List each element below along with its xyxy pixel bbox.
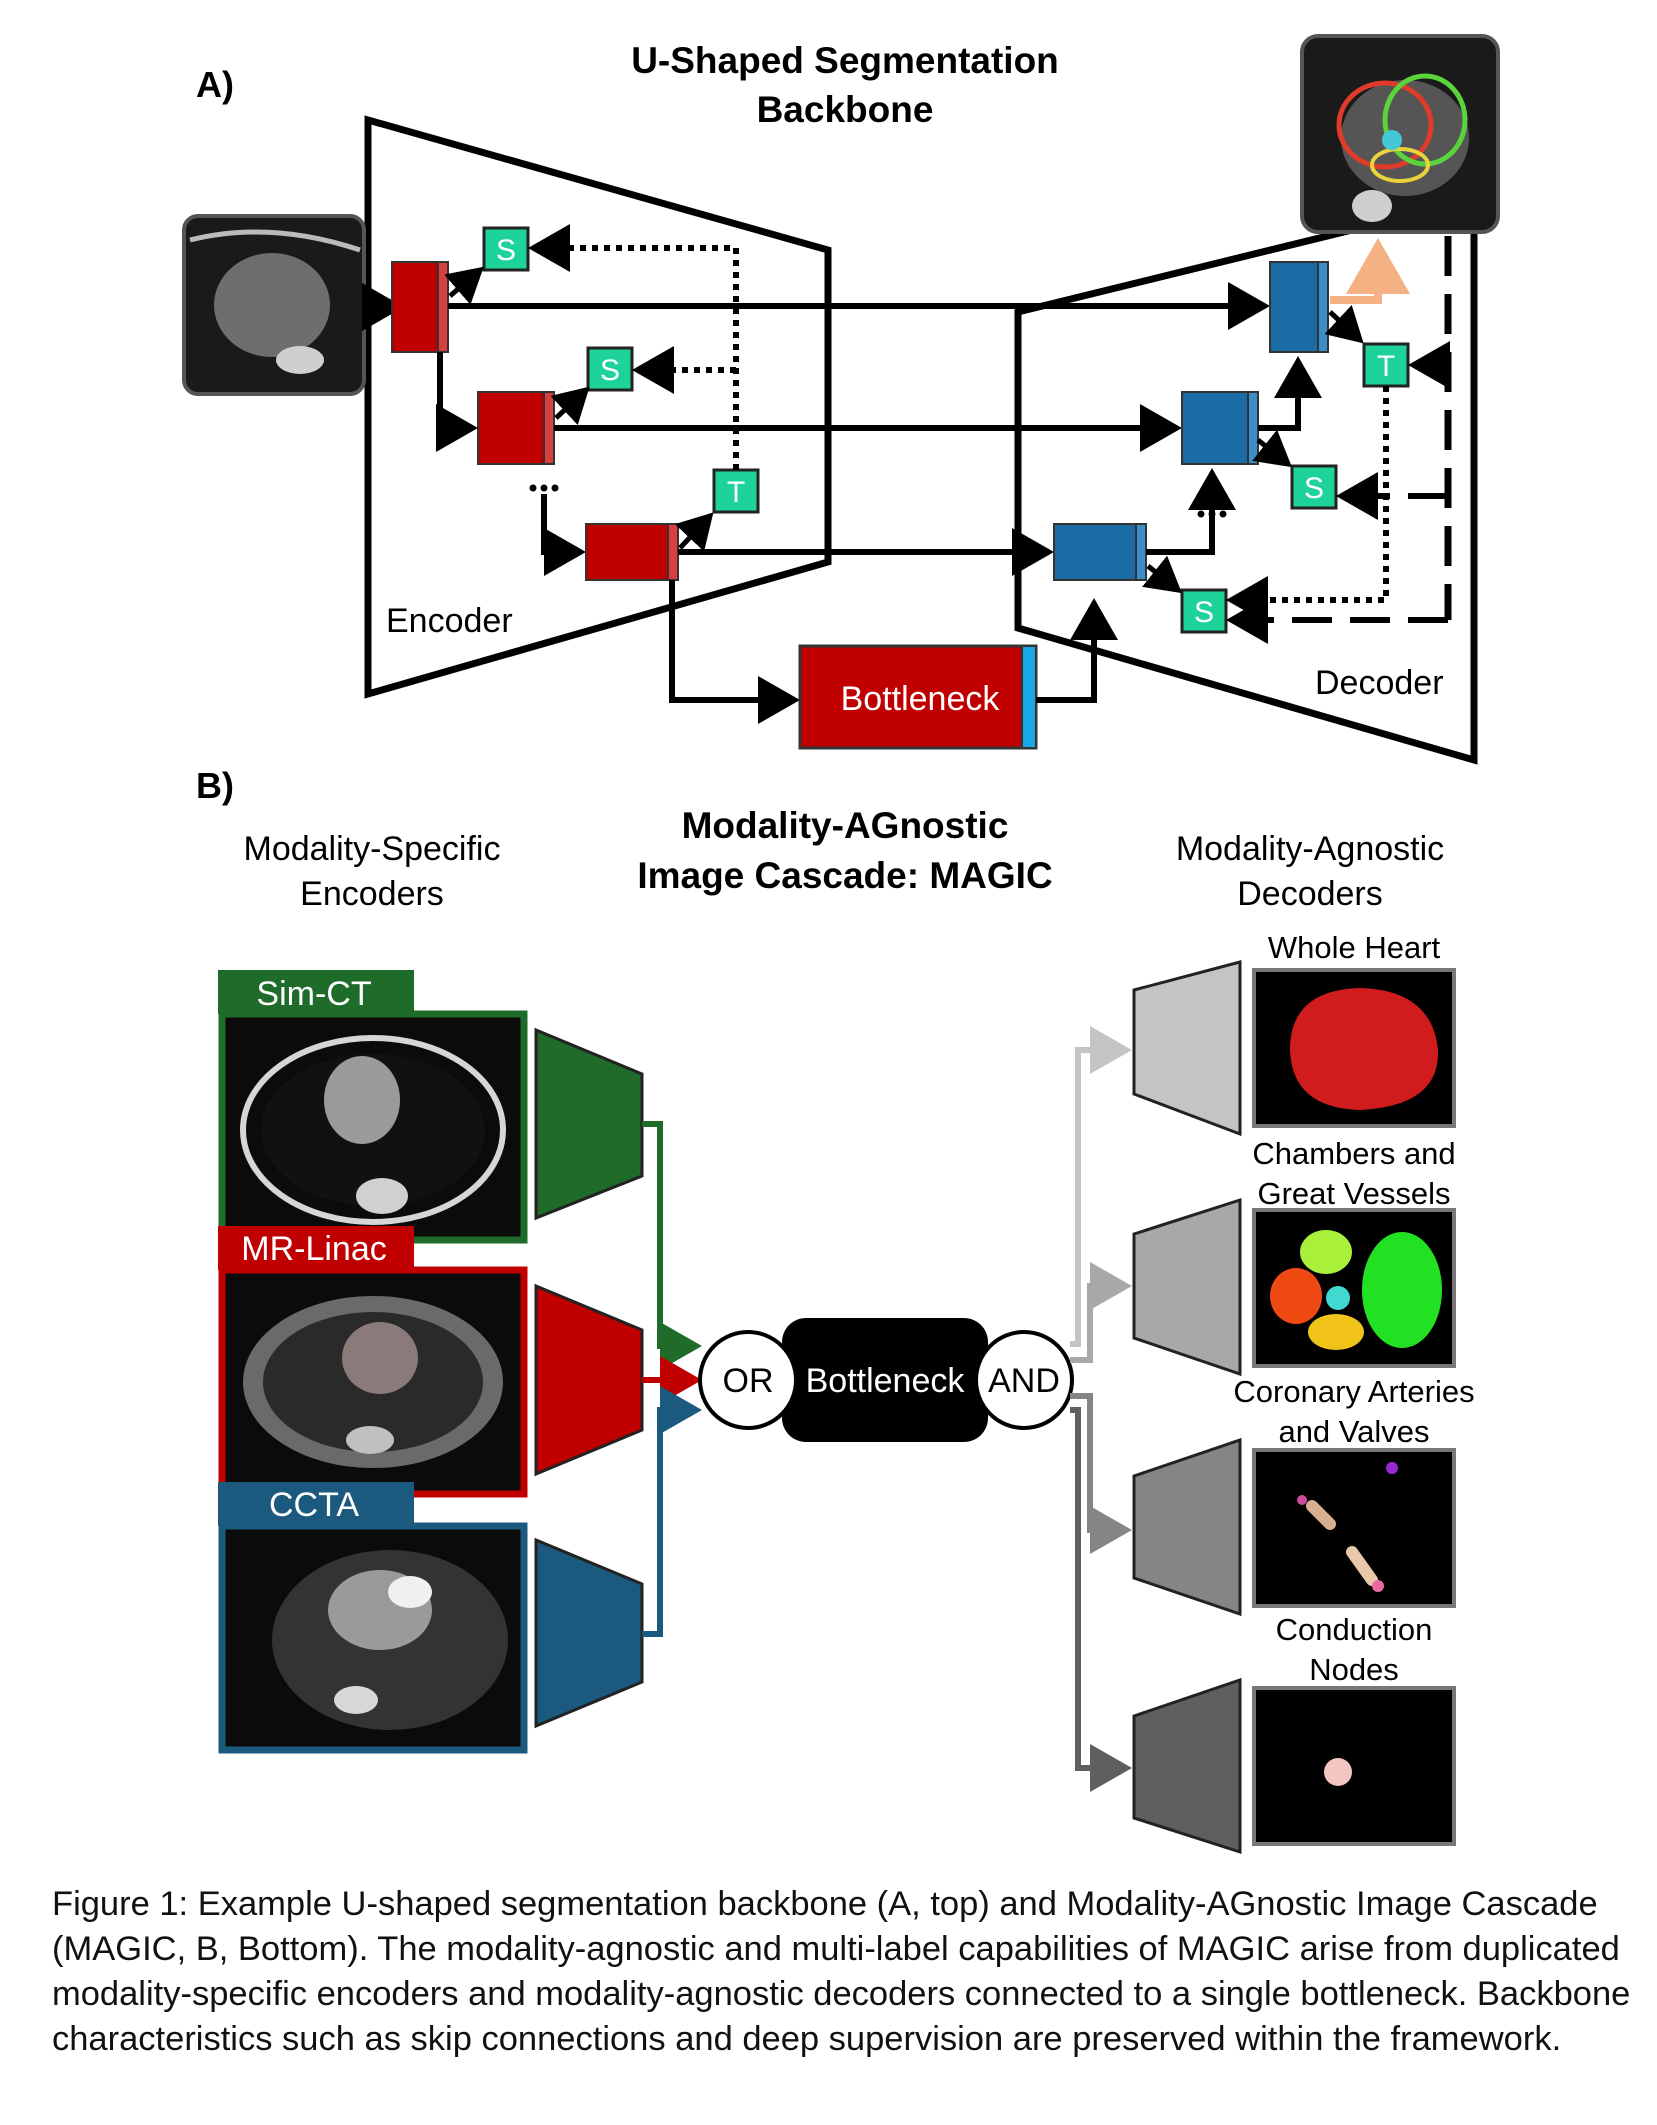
output-coronary — [1252, 1448, 1456, 1608]
encoder-trapezoid-sim-ct — [534, 1027, 644, 1221]
dec-up-arrow-2 — [1258, 356, 1322, 431]
modality-panel-sim-ct: Sim-CT — [218, 970, 528, 1244]
decoder-trapezoid — [1014, 195, 1478, 765]
decoder-trapezoid-whole-heart — [1132, 960, 1242, 1137]
arrow-to-s1 — [444, 266, 484, 305]
arrow-ccta-to-or — [642, 1386, 702, 1637]
supervision-box-dec-2: S — [1180, 588, 1228, 634]
decoder-trapezoid-conduction — [1132, 1677, 1242, 1855]
encoder-trapezoid-mr-linac — [534, 1283, 644, 1477]
panel-b-title-line1: Modality-AGnostic — [682, 805, 1009, 846]
t-label: T — [727, 476, 745, 509]
panel-a-label: A) — [196, 64, 234, 105]
enc-to-bottleneck-arrow — [669, 580, 800, 724]
panel-b-label: B) — [196, 765, 234, 806]
modality-name-mr-linac: MR-Linac — [241, 1230, 386, 1268]
s-label: S — [600, 354, 620, 387]
bottleneck-to-dec-arrow — [1036, 598, 1118, 703]
or-label: OR — [723, 1362, 774, 1400]
output-whole-heart — [1252, 968, 1456, 1128]
encoder-block-1 — [391, 261, 449, 353]
enc-down-arrow-1 — [436, 352, 478, 452]
bottleneck-b — [782, 1318, 988, 1442]
encoder-label: Encoder — [386, 602, 513, 640]
panel-a-title-line2: Backbone — [757, 89, 934, 130]
bottleneck-block-a: Bottleneck — [798, 644, 1038, 750]
decoder-block-1 — [1269, 261, 1329, 353]
arrow-and-to-conduction — [1070, 1407, 1132, 1792]
decoder-name-whole-heart: Whole Heart — [1268, 930, 1441, 965]
arrow-to-s-dec2 — [1142, 555, 1182, 594]
or-node — [698, 1330, 798, 1430]
encoder-trapezoid — [364, 115, 832, 699]
enc-down-arrow-2 — [541, 494, 586, 576]
decoders-header-line1: Modality-Agnostic — [1176, 830, 1444, 868]
modality-panel-ccta: CCTA — [218, 1482, 528, 1754]
decoder-trapezoid-chambers — [1132, 1197, 1242, 1377]
s-label: S — [1194, 596, 1214, 629]
arrow-and-to-whole-heart — [1070, 1026, 1132, 1347]
decoder-block-3 — [1053, 523, 1147, 581]
dotted-t-to-s-dec — [1226, 386, 1389, 624]
output-chambers — [1252, 1208, 1456, 1368]
ellipsis-dots-enc — [529, 484, 559, 492]
bottleneck-a-label: Bottleneck — [841, 680, 1001, 718]
supervision-box-enc-1: S — [482, 226, 530, 272]
decoder-name-coronary-2: and Valves — [1278, 1414, 1429, 1449]
decoder-name-conduction-1: Conduction — [1276, 1612, 1433, 1647]
decoder-block-2 — [1181, 391, 1259, 465]
encoder-block-3 — [585, 523, 679, 581]
modality-name-sim-ct: Sim-CT — [256, 975, 371, 1013]
output-contour-image — [1300, 34, 1500, 234]
encoder-trapezoid-ccta — [534, 1537, 644, 1729]
decoder-trapezoid-coronary — [1132, 1437, 1242, 1617]
teacher-box-dec: T — [1362, 342, 1410, 388]
modality-name-ccta: CCTA — [269, 1486, 359, 1524]
supervision-box-enc-2: S — [586, 346, 634, 392]
supervision-box-dec-1: S — [1290, 464, 1338, 510]
arrow-sim-ct-to-or — [642, 1121, 702, 1370]
bottleneck-b-label: Bottleneck — [806, 1362, 966, 1400]
t-label: T — [1377, 350, 1395, 383]
modality-panel-mr-linac: MR-Linac — [218, 1226, 528, 1498]
output-conduction — [1252, 1686, 1456, 1846]
panel-b-title-line2: Image Cascade: MAGIC — [637, 855, 1052, 896]
decoder-name-chambers-2: Great Vessels — [1258, 1176, 1451, 1211]
encoders-header-line2: Encoders — [300, 875, 444, 913]
s-label: S — [1304, 472, 1324, 505]
arrow-to-t — [674, 512, 714, 552]
decoder-name-coronary-1: Coronary Arteries — [1233, 1374, 1474, 1409]
arrow-to-s2 — [550, 386, 590, 426]
and-node — [974, 1330, 1074, 1430]
ellipsis-dots-dec — [1197, 510, 1227, 518]
dec-up-arrow-1 — [1146, 468, 1236, 555]
encoders-header-line1: Modality-Specific — [244, 830, 501, 868]
arrow-and-to-coronary — [1070, 1393, 1132, 1554]
s-label: S — [496, 234, 516, 267]
arrow-to-s-dec1 — [1252, 429, 1292, 468]
decoder-label: Decoder — [1315, 664, 1444, 702]
arrow-to-t-dec — [1324, 304, 1364, 344]
decoder-name-chambers-1: Chambers and — [1252, 1136, 1455, 1171]
encoder-block-2 — [477, 391, 555, 465]
and-label: AND — [988, 1362, 1060, 1400]
figure-caption: Figure 1: Example U-shaped segmentation … — [52, 1885, 1631, 2058]
decoder-name-conduction-2: Nodes — [1309, 1652, 1399, 1687]
decoders-header-line2: Decoders — [1237, 875, 1383, 913]
output-arrow — [1330, 238, 1410, 304]
arrow-and-to-chambers — [1070, 1262, 1132, 1363]
teacher-box-enc: T — [712, 468, 760, 514]
panel-a-title-line1: U-Shaped Segmentation — [631, 40, 1059, 81]
dotted-t-to-s-enc — [528, 224, 739, 470]
input-ct-image — [182, 214, 366, 396]
